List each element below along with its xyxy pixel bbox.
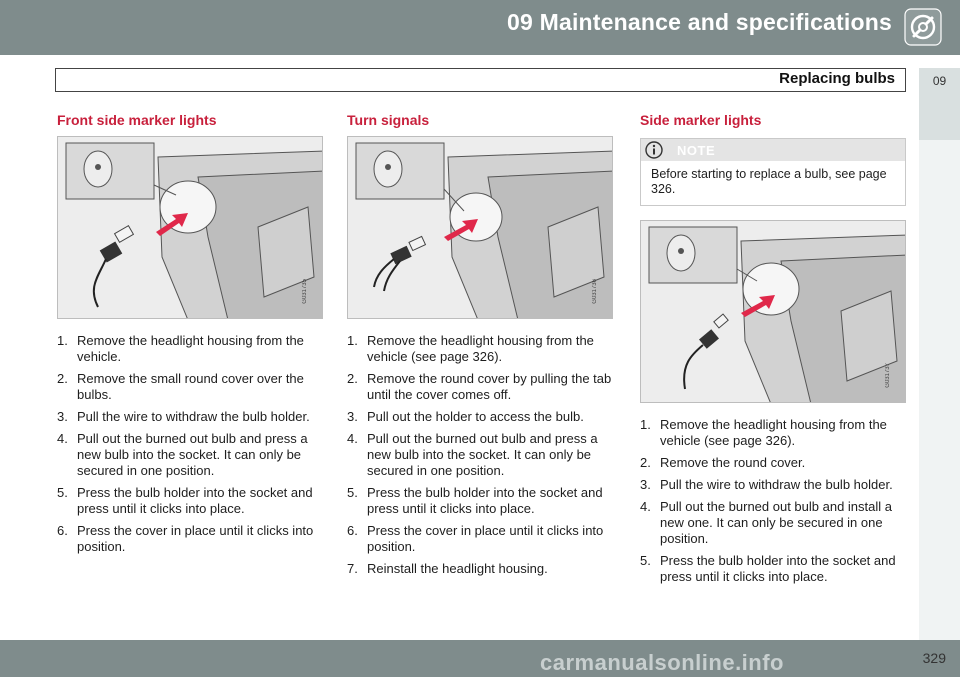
column-side-marker: Side marker lights NOTE Before starting … [640, 112, 906, 591]
list-item: 3.Pull the wire to withdraw the bulb hol… [57, 409, 310, 424]
list-item: 2.Remove the round cover by pulling the … [347, 371, 612, 402]
steps-list: 1.Remove the headlight housing from the … [57, 333, 323, 555]
note-header: NOTE [641, 139, 905, 161]
chapter-tab[interactable]: 09 [919, 68, 960, 140]
list-item: 1.Remove the headlight housing from the … [347, 333, 594, 364]
list-item: 4.Pull out the burned out bulb and press… [347, 431, 598, 478]
note-title: NOTE [677, 143, 716, 158]
chapter-tab-label: 09 [932, 74, 947, 88]
watermark: carmanualsonline.info [540, 650, 784, 675]
heading-side-marker: Side marker lights [640, 112, 762, 128]
chapter-banner: 09 Maintenance and specifications [0, 0, 960, 55]
section-title: Replacing bulbs [779, 70, 895, 87]
list-item: 3.Pull out the holder to access the bulb… [347, 409, 584, 424]
figure-front-side-marker: G031735 [57, 136, 323, 319]
info-icon [645, 141, 663, 159]
wrench-gear-icon [904, 8, 942, 46]
figure-code: G031735 [302, 279, 308, 304]
list-item: 1.Remove the headlight housing from the … [640, 417, 887, 448]
footer-banner: 329 [0, 640, 960, 677]
side-strip [919, 140, 960, 640]
note-box: NOTE Before starting to replace a bulb, … [640, 138, 906, 206]
list-item: 5.Press the bulb holder into the socket … [640, 553, 896, 584]
list-item: 3.Pull the wire to withdraw the bulb hol… [640, 477, 893, 492]
chapter-title: 09 Maintenance and specifications [507, 9, 892, 35]
list-item: 5.Press the bulb holder into the socket … [57, 485, 313, 516]
headlight-illustration [641, 221, 905, 402]
figure-code: G031737 [885, 363, 891, 388]
headlight-illustration [58, 137, 322, 318]
list-item: 5.Press the bulb holder into the socket … [347, 485, 603, 516]
note-body: Before starting to replace a bulb, see p… [651, 167, 887, 196]
list-item: 2.Remove the round cover. [640, 455, 806, 470]
list-item: 7.Reinstall the headlight housing. [347, 561, 548, 576]
list-item: 1.Remove the headlight housing from the … [57, 333, 304, 364]
heading-front-side-marker: Front side marker lights [57, 112, 217, 128]
section-bar: Replacing bulbs [55, 68, 906, 92]
list-item: 2.Remove the small round cover over the … [57, 371, 304, 402]
figure-side-marker: G031737 [640, 220, 906, 403]
steps-list: 1.Remove the headlight housing from the … [640, 417, 906, 585]
list-item: 6.Press the cover in place until it clic… [57, 523, 314, 554]
figure-turn-signals: G031736 [347, 136, 613, 319]
page-number: 329 [922, 650, 946, 666]
list-item: 4.Pull out the burned out bulb and insta… [640, 499, 893, 546]
list-item: 6.Press the cover in place until it clic… [347, 523, 604, 554]
headlight-illustration [348, 137, 612, 318]
figure-code: G031736 [592, 279, 598, 304]
steps-list: 1.Remove the headlight housing from the … [347, 333, 613, 577]
column-front-side-marker: Front side marker lights G031735 1.Remov… [57, 112, 323, 561]
list-item: 4.Pull out the burned out bulb and press… [57, 431, 308, 478]
column-turn-signals: Turn signals G031736 1.Remove the headli… [347, 112, 613, 583]
heading-turn-signals: Turn signals [347, 112, 430, 128]
